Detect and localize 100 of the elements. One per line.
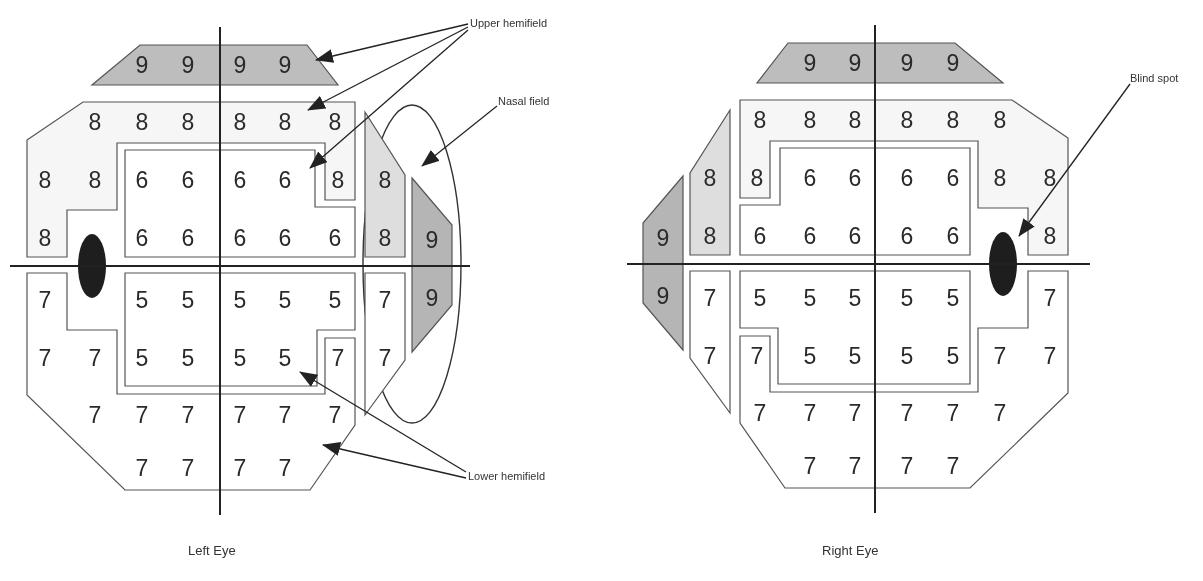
threshold-value: 6	[848, 224, 862, 248]
callout-label: Lower hemifield	[468, 469, 546, 483]
threshold-value: 5	[900, 286, 914, 310]
test-zone	[365, 112, 405, 257]
leader-arrow	[307, 26, 469, 111]
threshold-value: 5	[946, 344, 960, 368]
threshold-value: 7	[135, 456, 149, 480]
threshold-value: 8	[703, 166, 717, 190]
threshold-value: 6	[181, 168, 195, 192]
threshold-value: 8	[900, 108, 914, 132]
threshold-value: 8	[1043, 224, 1057, 248]
threshold-value: 7	[328, 403, 342, 427]
blind-spot-marker	[989, 232, 1017, 296]
test-zone	[740, 271, 970, 384]
eye-title: Left Eye	[188, 543, 236, 558]
threshold-value: 7	[753, 401, 767, 425]
leader-arrow	[421, 105, 498, 167]
threshold-value: 9	[425, 286, 439, 310]
eye-title: Right Eye	[822, 543, 879, 558]
threshold-value: 7	[993, 401, 1007, 425]
test-zone	[27, 273, 355, 490]
threshold-value: 7	[946, 454, 960, 478]
threshold-value: 9	[803, 51, 817, 75]
threshold-value: 5	[233, 288, 247, 312]
threshold-value: 7	[1043, 286, 1057, 310]
threshold-value: 8	[993, 108, 1007, 132]
threshold-value: 7	[900, 454, 914, 478]
threshold-value: 7	[378, 346, 392, 370]
test-zone	[125, 273, 355, 386]
test-zone	[643, 176, 683, 350]
test-zone	[690, 271, 730, 413]
threshold-value: 7	[750, 344, 764, 368]
threshold-value: 7	[331, 346, 345, 370]
threshold-value: 7	[88, 403, 102, 427]
threshold-value: 8	[993, 166, 1007, 190]
threshold-value: 8	[38, 168, 52, 192]
threshold-value: 6	[328, 226, 342, 250]
threshold-value: 8	[135, 110, 149, 134]
leader-arrow	[299, 371, 467, 473]
threshold-value: 8	[278, 110, 292, 134]
test-zone	[92, 45, 338, 85]
leader-arrow	[315, 23, 469, 63]
threshold-value: 5	[135, 288, 149, 312]
threshold-value: 8	[233, 110, 247, 134]
threshold-value: 8	[848, 108, 862, 132]
threshold-value: 9	[181, 53, 195, 77]
test-zone	[27, 102, 355, 257]
threshold-value: 8	[378, 168, 392, 192]
threshold-value: 9	[425, 228, 439, 252]
threshold-value: 8	[378, 226, 392, 250]
threshold-value: 5	[848, 344, 862, 368]
threshold-value: 9	[233, 53, 247, 77]
threshold-value: 8	[1043, 166, 1057, 190]
leader-arrow	[1018, 83, 1131, 237]
threshold-value: 7	[88, 346, 102, 370]
threshold-value: 7	[900, 401, 914, 425]
threshold-value: 9	[900, 51, 914, 75]
threshold-value: 5	[803, 344, 817, 368]
threshold-value: 9	[848, 51, 862, 75]
threshold-value: 9	[656, 284, 670, 308]
threshold-value: 6	[900, 166, 914, 190]
test-zone	[690, 110, 730, 255]
test-zone	[740, 148, 970, 255]
threshold-value: 5	[278, 346, 292, 370]
threshold-value: 6	[803, 166, 817, 190]
threshold-value: 8	[750, 166, 764, 190]
threshold-value: 6	[181, 226, 195, 250]
threshold-value: 7	[848, 454, 862, 478]
threshold-value: 7	[803, 454, 817, 478]
leader-arrow	[309, 29, 469, 169]
test-zone	[365, 273, 405, 415]
threshold-value: 6	[848, 166, 862, 190]
threshold-value: 8	[88, 110, 102, 134]
threshold-value: 9	[135, 53, 149, 77]
threshold-value: 8	[328, 110, 342, 134]
threshold-value: 7	[278, 403, 292, 427]
threshold-value: 7	[181, 403, 195, 427]
threshold-value: 9	[946, 51, 960, 75]
threshold-value: 5	[946, 286, 960, 310]
threshold-value: 8	[703, 224, 717, 248]
threshold-value: 7	[703, 344, 717, 368]
test-zone	[740, 100, 1068, 255]
test-zone	[740, 271, 1068, 488]
threshold-value: 5	[135, 346, 149, 370]
threshold-value: 5	[278, 288, 292, 312]
callout-label: Blind spot	[1130, 71, 1179, 85]
threshold-value: 7	[993, 344, 1007, 368]
leader-arrow	[322, 442, 467, 479]
threshold-value: 5	[233, 346, 247, 370]
threshold-value: 8	[38, 226, 52, 250]
threshold-value: 5	[848, 286, 862, 310]
threshold-value: 5	[803, 286, 817, 310]
threshold-value: 8	[88, 168, 102, 192]
threshold-value: 9	[278, 53, 292, 77]
threshold-value: 7	[946, 401, 960, 425]
threshold-value: 7	[233, 456, 247, 480]
threshold-value: 7	[803, 401, 817, 425]
blind-spot-marker	[78, 234, 106, 298]
callout-label: Nasal field	[498, 94, 550, 108]
threshold-value: 5	[181, 288, 195, 312]
